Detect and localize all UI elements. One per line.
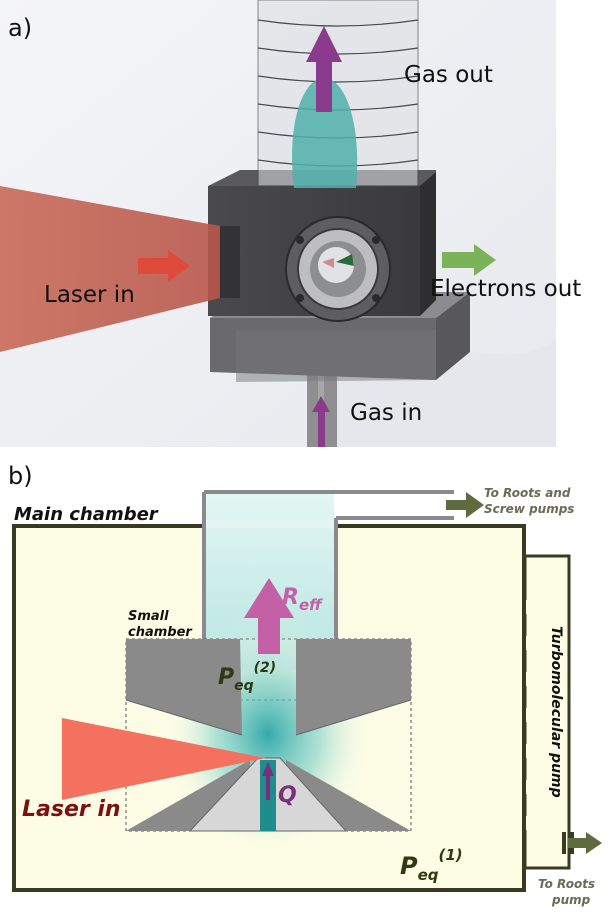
r-eff-symbol: Reff bbox=[282, 585, 323, 614]
gas-out-arrow bbox=[306, 26, 342, 62]
bellows-tube bbox=[257, 0, 419, 188]
gas-in-label: Gas in bbox=[350, 400, 422, 426]
q-arrow bbox=[262, 762, 274, 776]
small-chamber-label-1: Small bbox=[128, 609, 169, 624]
turbomolecular-pump bbox=[523, 554, 571, 870]
gas-in-arrow bbox=[312, 396, 330, 412]
chamber-block bbox=[208, 170, 436, 322]
laser-in-label-a: Laser in bbox=[44, 282, 135, 308]
laser-arrow-a bbox=[138, 250, 190, 282]
gas-out-label: Gas out bbox=[404, 62, 493, 88]
q-symbol: Q bbox=[278, 783, 297, 808]
laser-port bbox=[218, 226, 240, 298]
small-chamber-label-2: chamber bbox=[128, 625, 193, 640]
r-eff-arrow bbox=[244, 578, 294, 618]
roots-screw-arrow bbox=[446, 492, 484, 518]
panel-b-label: b) bbox=[8, 462, 33, 490]
laser-beam-a bbox=[0, 186, 220, 352]
laser-in-label-b: Laser in bbox=[22, 797, 121, 822]
roots-screw-label-1: To Roots and bbox=[484, 486, 571, 500]
p-eq-2-symbol: Peq(2) bbox=[218, 660, 276, 694]
gas-plume bbox=[292, 78, 358, 188]
electrons-out-label: Electrons out bbox=[430, 276, 581, 302]
roots-pump-label-2: pump bbox=[551, 893, 591, 907]
roots-pump-label-1: To Roots bbox=[538, 877, 595, 891]
right-skimmer-cone bbox=[296, 639, 411, 735]
panel-a-label: a) bbox=[8, 14, 32, 42]
roots-pump-arrow bbox=[568, 832, 602, 854]
turbomolecular-label: Turbomolecular pump bbox=[548, 626, 564, 798]
main-chamber-label: Main chamber bbox=[14, 504, 159, 525]
laser-beam-b bbox=[62, 718, 266, 800]
electrons-arrow bbox=[442, 244, 496, 276]
p-eq-1-symbol: Peq(1) bbox=[400, 846, 463, 884]
base-plate bbox=[210, 292, 470, 382]
roots-screw-label-2: Screw pumps bbox=[484, 502, 574, 516]
panel-a: a) Gas out Laser in Electrons out Gas in bbox=[0, 0, 581, 447]
panel-b: b) bbox=[8, 462, 602, 907]
